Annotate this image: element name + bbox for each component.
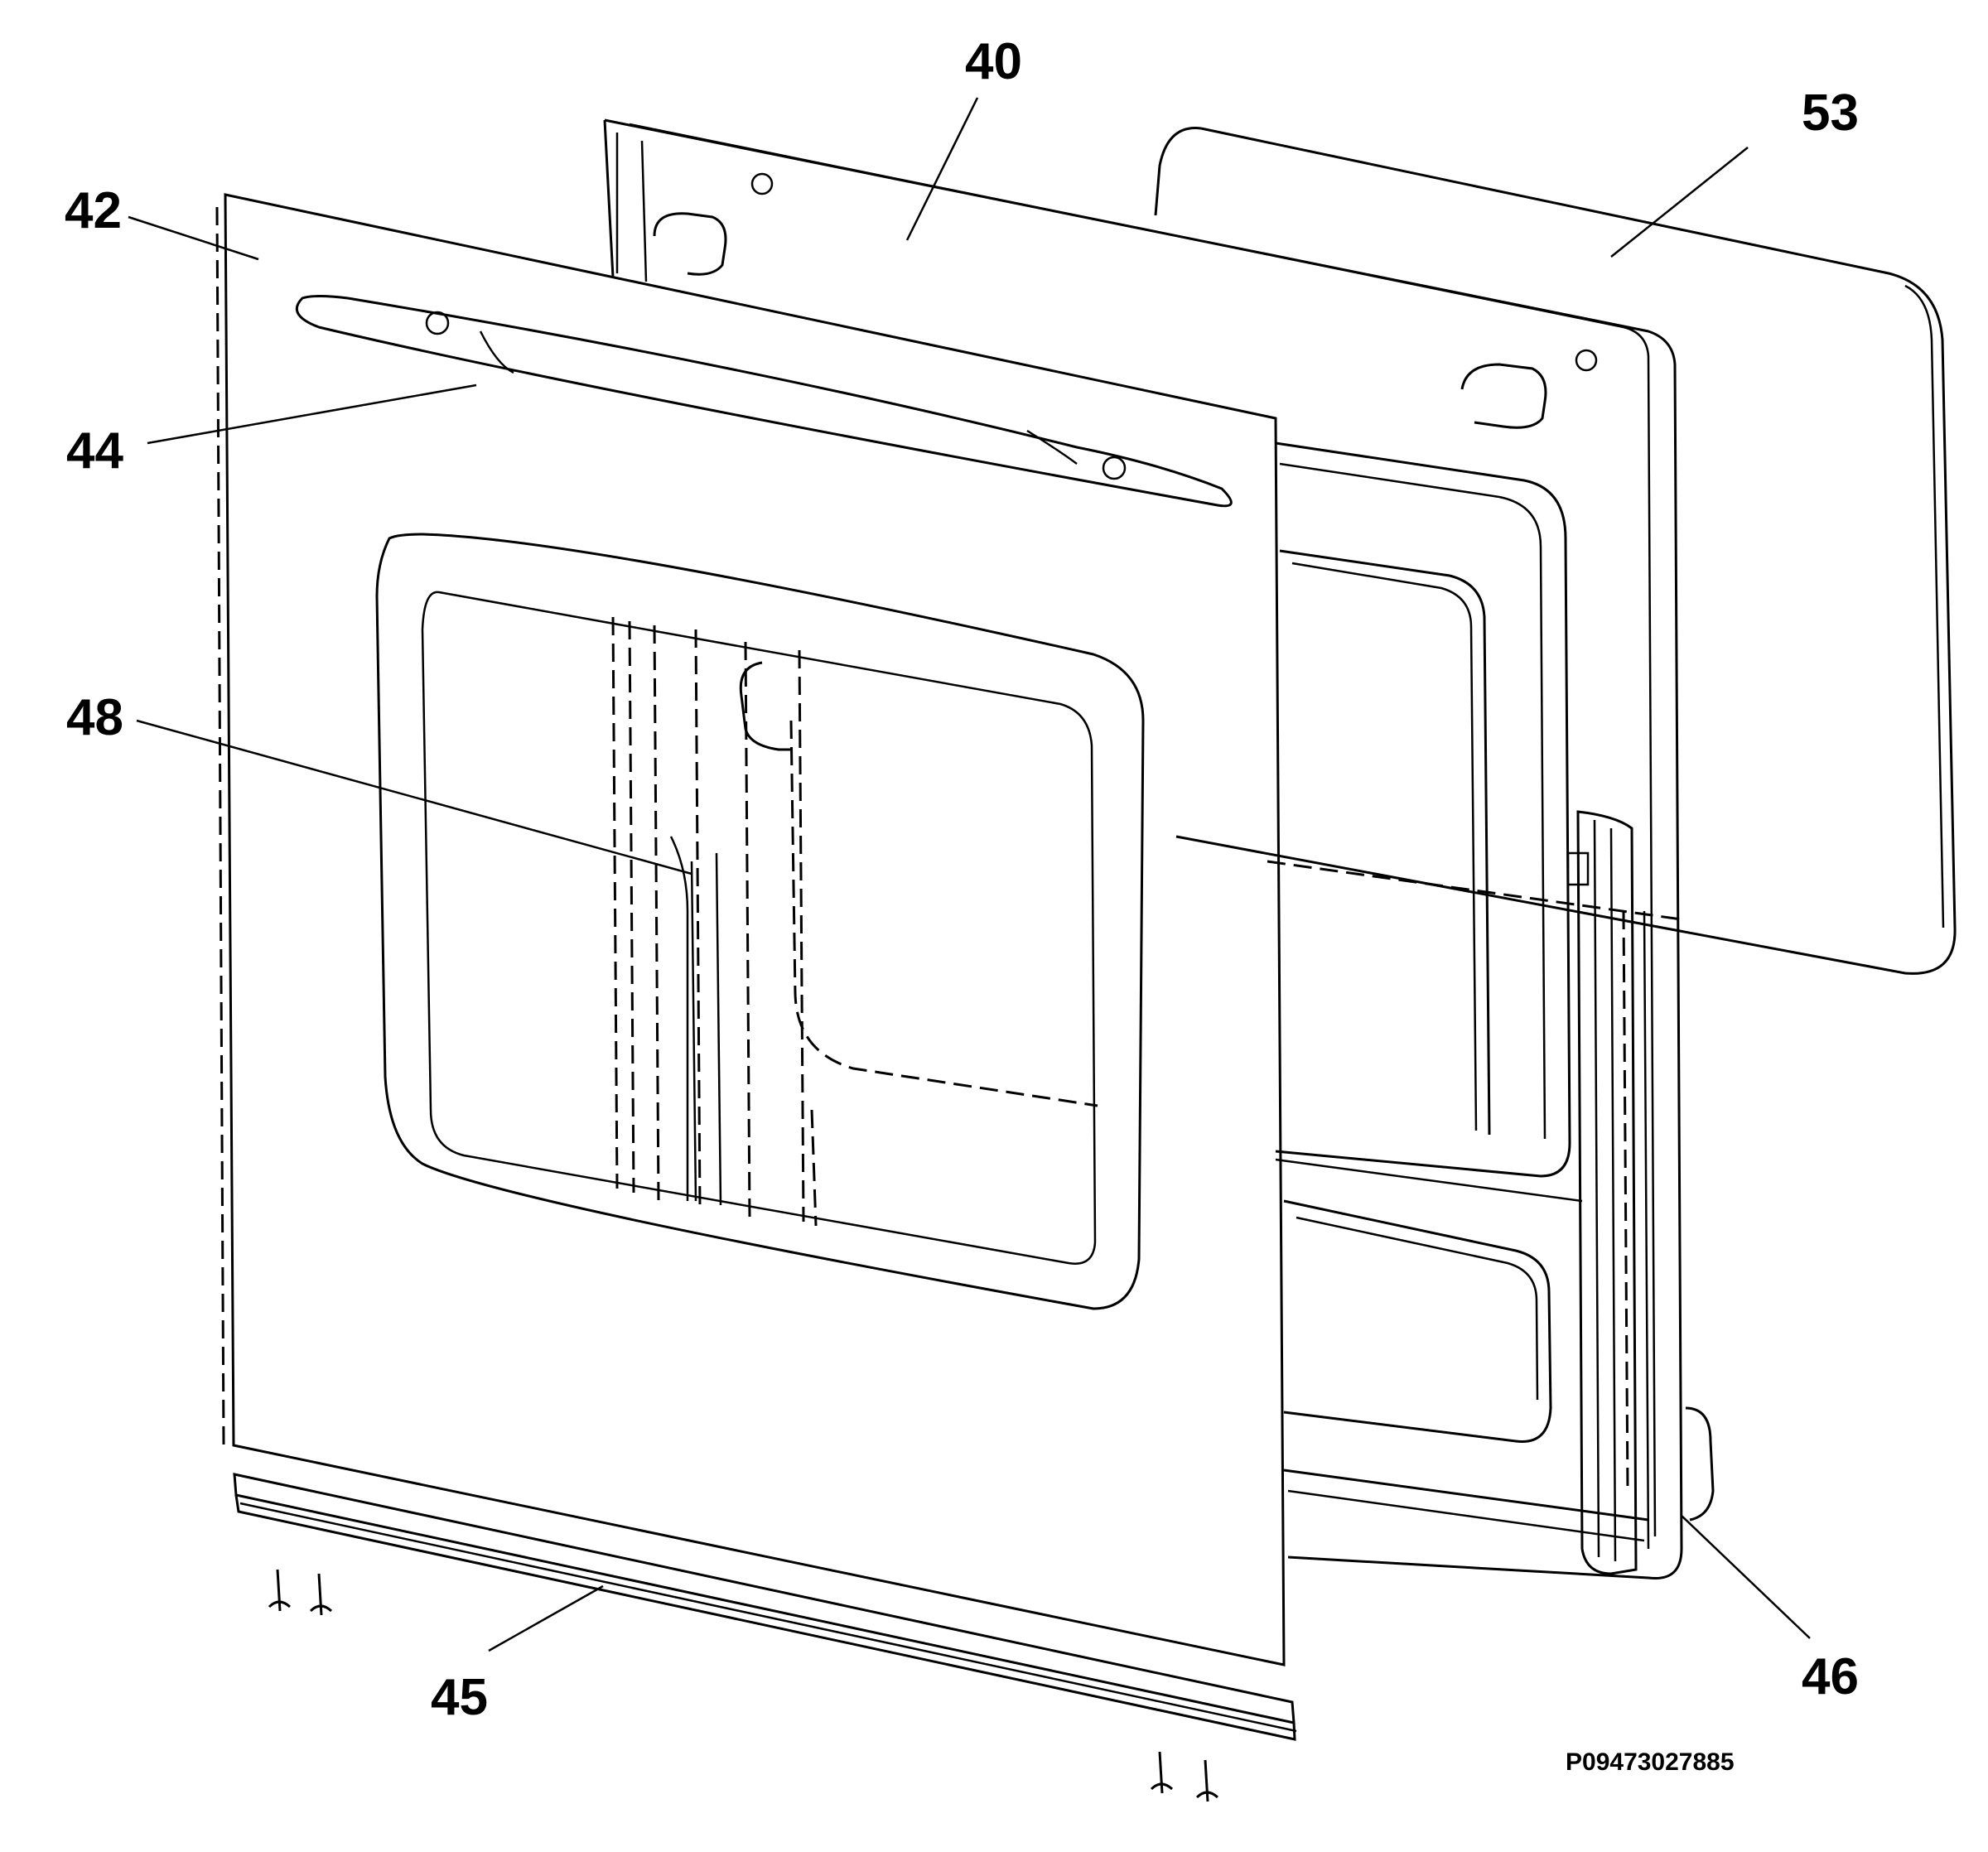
callout-44: 44: [66, 422, 123, 480]
part-40-inner-frame: [603, 118, 1683, 1580]
part-45-bottom-strip: [233, 1473, 1297, 1741]
part-46-hinge: [1566, 810, 1715, 1575]
callout-53: 53: [1802, 84, 1859, 142]
callout-48: 48: [66, 689, 123, 746]
callout-40: 40: [965, 33, 1022, 90]
part-44-handle: [295, 295, 1233, 508]
callout-45: 45: [431, 1669, 488, 1726]
leader-lines: [128, 97, 1811, 1652]
part-53-rear-glass: [1154, 127, 1957, 975]
callout-42: 42: [65, 182, 122, 239]
callout-46: 46: [1802, 1648, 1859, 1705]
screws-right: [1150, 1751, 1219, 1802]
drawing-code: P09473027885: [1566, 1748, 1735, 1776]
screws-left: [268, 1569, 333, 1616]
part-42-outer-panel: [215, 193, 1682, 1666]
